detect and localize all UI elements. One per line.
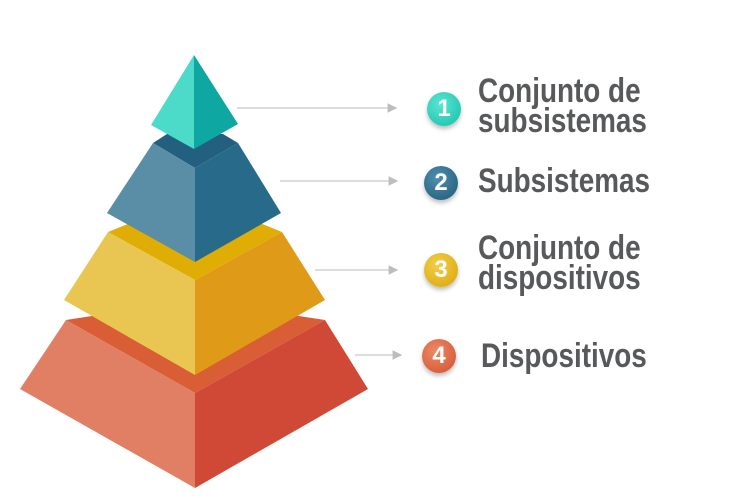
label-line: Dispositivos — [481, 337, 647, 375]
level-4-badge: 4 — [422, 339, 456, 373]
level-1-badge: 1 — [427, 92, 461, 126]
pyramid-tier-1 — [151, 55, 238, 149]
level-2-label: Subsistemas — [478, 162, 651, 200]
pyramid-tier-2 — [107, 134, 281, 262]
level-2-badge: 2 — [424, 166, 458, 200]
level-4-label: Dispositivos — [481, 337, 647, 375]
label-line: subsistemas — [478, 102, 647, 140]
connector-arrows — [237, 103, 403, 360]
label-line: Conjunto de — [478, 72, 641, 110]
label-line: Conjunto de — [478, 229, 641, 267]
level-3-badge: 3 — [424, 253, 458, 287]
level-1-label: Conjunto de subsistemas — [478, 72, 647, 140]
label-line: dispositivos — [478, 259, 641, 297]
level-3-label: Conjunto de dispositivos — [478, 229, 641, 297]
label-line: Subsistemas — [478, 162, 651, 200]
